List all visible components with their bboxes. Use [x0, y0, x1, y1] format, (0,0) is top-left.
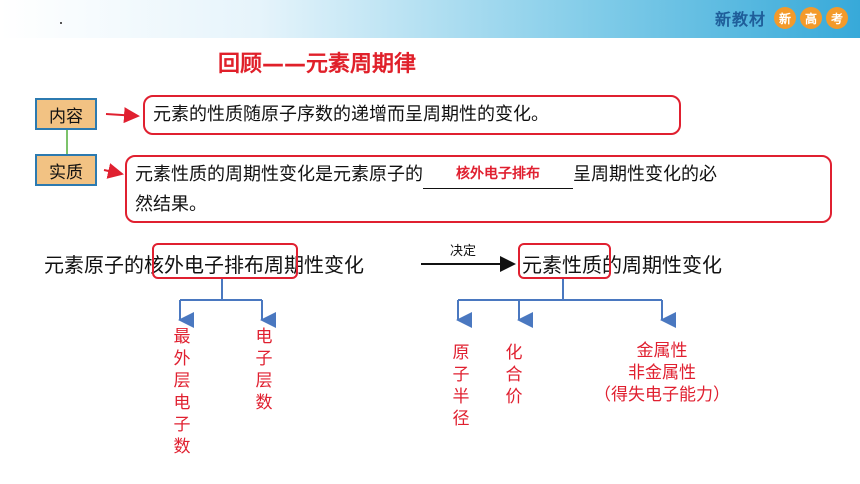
header-bar: 新教材 新 高 考: [0, 0, 860, 38]
brand-badge-xin: 新: [774, 7, 796, 29]
essence-arrow: [103, 163, 124, 179]
flow-left-highlight: 核外电子排布: [144, 253, 264, 277]
essence-text-line2: 然结果。: [135, 194, 207, 215]
flow-right-highlight: 元素性质: [522, 253, 602, 277]
right-branch-lines: [456, 278, 676, 328]
decide-label: 决定: [450, 244, 477, 259]
branch-metallicity-line1: 金属性: [636, 341, 688, 361]
flow-left-prefix: 元素原子的: [44, 253, 144, 277]
tag-content-label: 内容: [49, 106, 83, 127]
branch-valence: 化合价: [505, 343, 523, 407]
branch-atomic-radius: 原子半径: [452, 343, 470, 429]
essence-text-before: 元素性质的周期性变化是元素原子的: [135, 164, 423, 185]
right-highlight-box: [518, 243, 611, 279]
brand-badge-kao: 考: [826, 7, 848, 29]
essence-blank: 核外电子排布: [423, 159, 573, 189]
header-dot: [60, 22, 62, 24]
tag-content: 内容: [35, 98, 97, 130]
branch-metallicity-line2: 非金属性: [628, 363, 696, 383]
flow-right: 元素性质的周期性变化: [522, 249, 722, 278]
left-highlight-box: [152, 243, 298, 279]
brand-badge-gao: 高: [800, 7, 822, 29]
content-text: 元素的性质随原子序数的递增而呈周期性的变化。: [153, 104, 549, 125]
flow-left: 元素原子的核外电子排布周期性变化: [44, 249, 364, 278]
essence-box: 元素性质的周期性变化是元素原子的 核外电子排布 呈周期性变化的必 然结果。: [125, 155, 832, 223]
flow-right-suffix: 的周期性变化: [602, 253, 722, 277]
essence-text-after: 呈周期性变化的必: [573, 164, 717, 185]
brand-logo: 新教材 新 高 考: [715, 6, 848, 30]
content-box: 元素的性质随原子序数的递增而呈周期性的变化。: [143, 95, 681, 135]
brand-text: 新教材: [714, 10, 766, 29]
branch-electron-shells: 电子层数: [255, 327, 273, 413]
left-branch-lines: [178, 278, 276, 328]
branch-metallicity-line3: （得失电子能力）: [594, 385, 730, 405]
essence-blank-fill: 核外电子排布: [456, 166, 540, 182]
essence-text: 元素性质的周期性变化是元素原子的 核外电子排布 呈周期性变化的必 然结果。: [127, 157, 830, 223]
branch-metallicity: 金属性 非金属性 （得失电子能力）: [572, 340, 752, 406]
page-title: 回顾——元素周期律: [218, 52, 417, 77]
tag-essence: 实质: [35, 154, 97, 186]
tag-connector: [66, 130, 68, 154]
branch-outer-electrons: 最外层电子数: [173, 327, 191, 457]
flow-left-suffix: 周期性变化: [264, 253, 364, 277]
tag-essence-label: 实质: [49, 162, 83, 183]
content-arrow: [105, 107, 140, 124]
